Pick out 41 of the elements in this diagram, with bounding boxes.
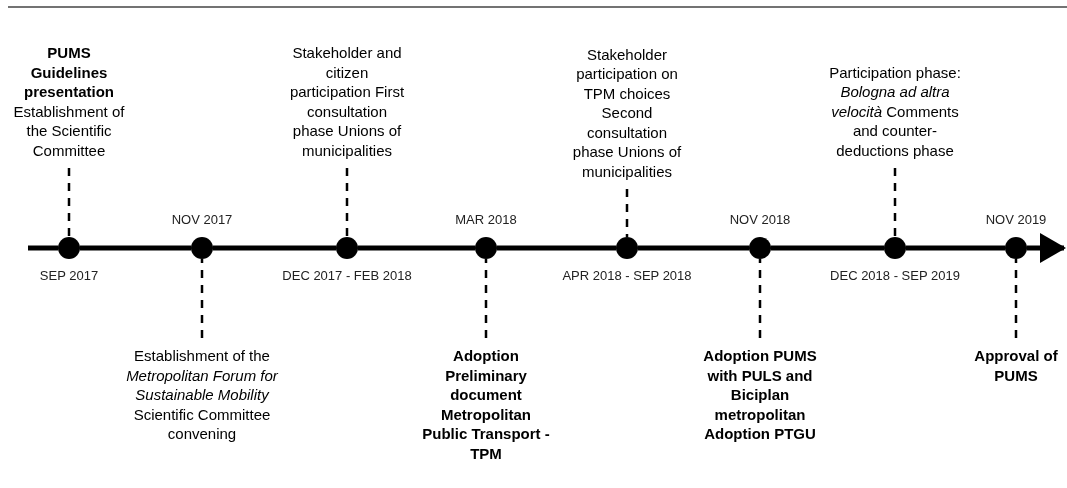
- timeline-line: [497, 245, 616, 251]
- timeline-line: [638, 245, 749, 251]
- timeline-line: [358, 245, 475, 251]
- timeline-dot: [884, 237, 906, 259]
- timeline-dot: [336, 237, 358, 259]
- timeline-dot: [475, 237, 497, 259]
- timeline-line: [906, 245, 1005, 251]
- timeline-line: [213, 245, 336, 251]
- date-label: SEP 2017: [39, 268, 99, 283]
- date-label: NOV 2018: [729, 212, 791, 227]
- timeline-dot: [616, 237, 638, 259]
- date-label: DEC 2017 - FEB 2018: [282, 268, 412, 283]
- event-description: Stakeholder participation on TPM choices Second consultation phase Unions of municipalities: [566, 44, 688, 181]
- event-description: Establishment of the Metropolitan Forum for Sustainable Mobility Scientific Committee convening: [126, 346, 278, 444]
- timeline-line: [80, 245, 191, 251]
- date-label: NOV 2017: [171, 212, 233, 227]
- leader-line: [625, 189, 629, 237]
- timeline-dot: [749, 237, 771, 259]
- leader-line: [893, 168, 897, 237]
- leader-line: [345, 168, 349, 237]
- timeline-line: [28, 245, 58, 251]
- event-description: Approval of PUMS: [966, 346, 1066, 385]
- event-description: Adoption PUMS with PULS and Biciplan metropolitan Adoption PTGU: [692, 346, 828, 444]
- leader-line: [67, 168, 71, 237]
- timeline-dot: [1005, 237, 1027, 259]
- timeline-arrow: [1027, 233, 1066, 263]
- timeline-line: [771, 245, 884, 251]
- timeline-dot: [58, 237, 80, 259]
- event-description: Stakeholder and citizen participation First consultation phase Unions of municipalities: [286, 43, 408, 160]
- timeline-dot: [191, 237, 213, 259]
- leader-line: [200, 259, 204, 338]
- leader-line: [484, 259, 488, 338]
- date-label: DEC 2018 - SEP 2019: [830, 268, 960, 283]
- date-label: NOV 2019: [985, 212, 1047, 227]
- leader-line: [1014, 259, 1018, 338]
- date-label: MAR 2018: [455, 212, 517, 227]
- event-description: Adoption Preliminary document Metropolitan Public Transport - TPM: [422, 346, 550, 463]
- date-label: APR 2018 - SEP 2018: [562, 268, 692, 283]
- leader-line: [758, 259, 762, 338]
- event-description: Participation phase: Bologna ad altra velocità Comments and counter-deductions phase: [824, 62, 966, 160]
- event-description: PUMS Guidelines presentation Establishment of the Scientific Committee: [13, 43, 125, 160]
